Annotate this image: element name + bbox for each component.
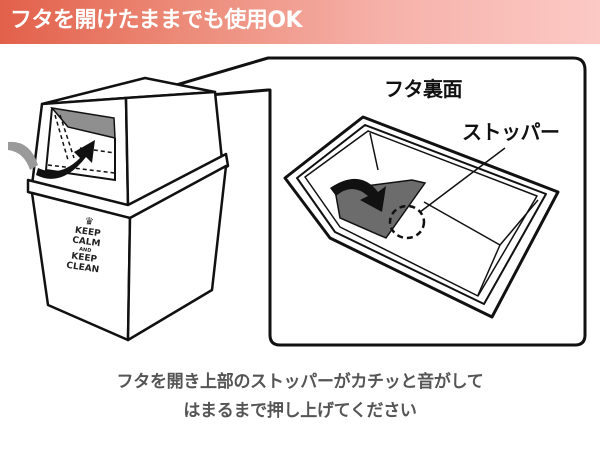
header-title: フタを開けたままでも使用OK — [10, 8, 303, 33]
caption-line-2: はまるまで押し上げてください — [183, 401, 417, 421]
stopper-callout-label: ストッパー — [462, 120, 560, 144]
instruction-caption: フタを開き上部のストッパーがカチッと音がして はまるまで押し上げてください — [0, 368, 600, 426]
trash-bin — [26, 76, 230, 342]
stopper-highlight-circle — [388, 204, 426, 240]
illustration — [8, 56, 587, 347]
detail-panel-title: フタ裏面 — [384, 77, 463, 101]
callout-leader-line — [419, 147, 506, 213]
caption-line-1: フタを開き上部のストッパーがカチッと音がして — [116, 372, 484, 392]
open-arrow-icon — [36, 140, 95, 179]
push-arrow-icon — [330, 178, 386, 212]
header-banner: フタを開けたままでも使用OK — [0, 0, 600, 44]
motion-swoosh — [8, 141, 38, 170]
bin-logo: ♛ KEEP CALM AND KEEP CLEAN — [56, 214, 115, 277]
